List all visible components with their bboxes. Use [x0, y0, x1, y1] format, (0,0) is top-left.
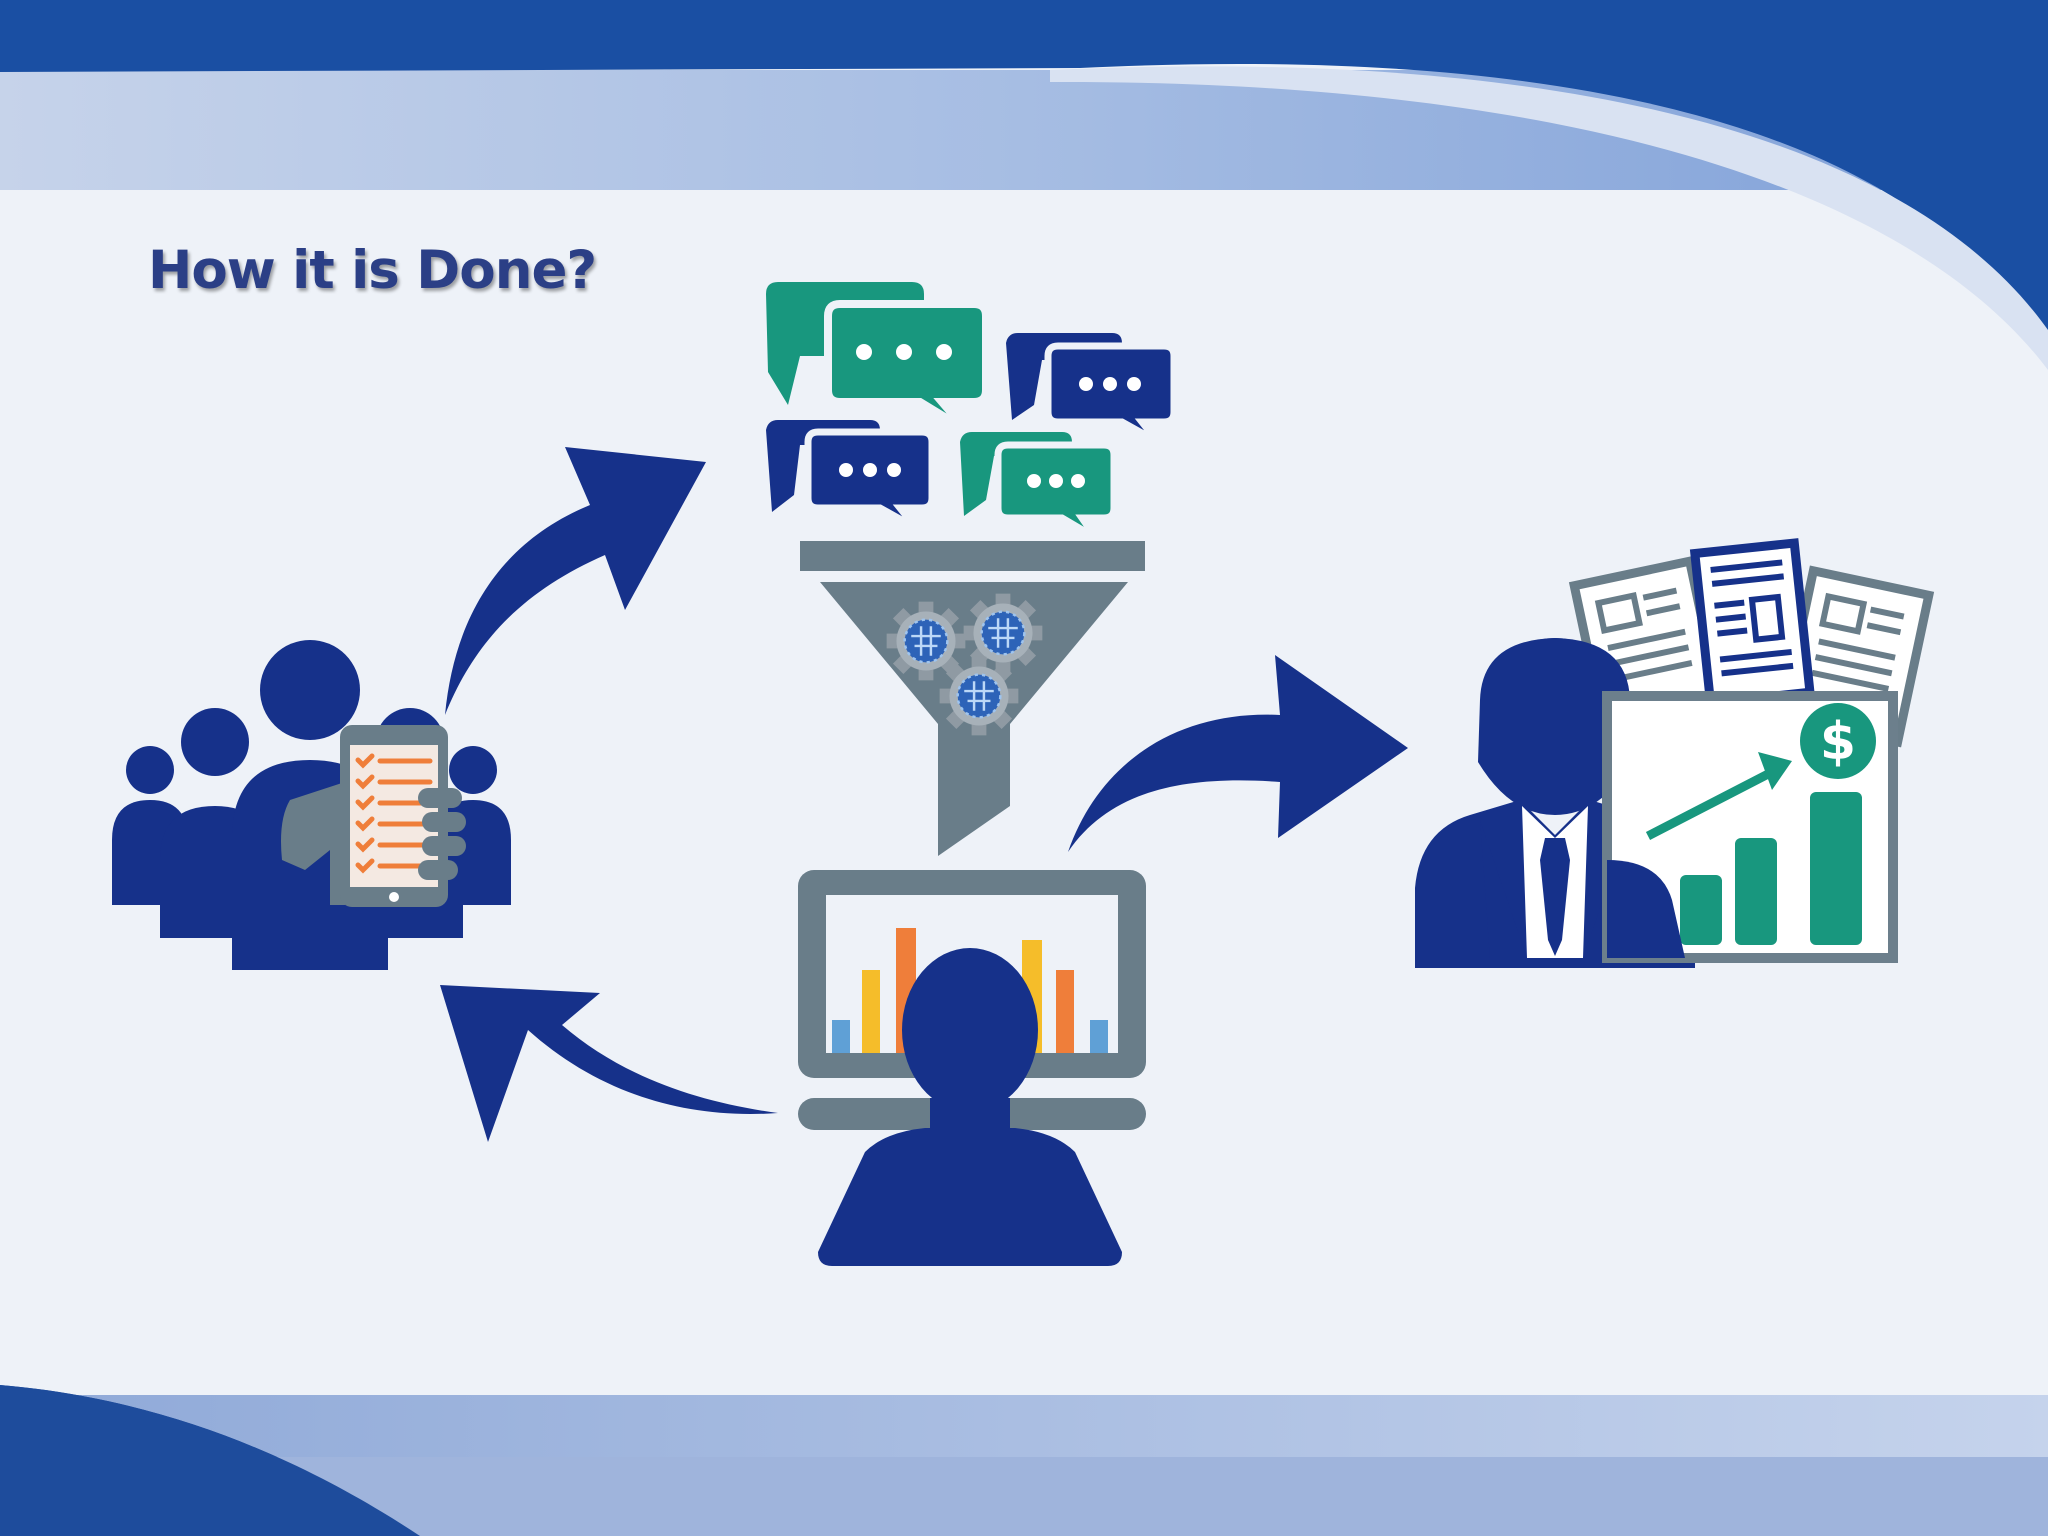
- chat-bubble-icon: [766, 420, 936, 532]
- analyst-shoulders: [818, 1128, 1122, 1266]
- growth-chart-icon: $: [1602, 691, 1898, 963]
- funnel-rim: [800, 541, 1145, 571]
- tie-icon: [1540, 838, 1570, 956]
- svg-text:$: $: [1820, 712, 1856, 772]
- fingers-icon: [418, 788, 466, 880]
- chat-bubble-icon: [1006, 333, 1178, 446]
- businessman-arm: [1607, 860, 1685, 958]
- phone-checklist-icon: [340, 725, 448, 907]
- slide-title: How it is Done?: [148, 240, 597, 301]
- arrow-analyst-to-decision-maker: [1068, 655, 1408, 852]
- dollar-sign-icon: $: [1800, 703, 1876, 779]
- trend-arrow: [1645, 768, 1775, 840]
- chat-bubble-icon: [960, 432, 1118, 542]
- chat-bubble-icon: [766, 282, 990, 434]
- funnel-with-gears-icon: [800, 541, 1145, 856]
- bottom-band: [0, 1395, 2048, 1457]
- gear-icon: [938, 655, 1020, 737]
- group-with-phone-checklist-icon: [112, 640, 511, 970]
- arrow-analyst-to-respondents: [440, 985, 778, 1142]
- chat-bubbles-icon: [766, 282, 1178, 542]
- arrow-respondents-to-feedback: [445, 447, 706, 715]
- person-at-monitor-bar-chart-icon: [798, 870, 1146, 1266]
- analyst-head: [902, 948, 1038, 1112]
- hand-icon: [281, 782, 345, 905]
- businessman-with-reports-growth-chart-icon: $: [1415, 538, 1935, 968]
- top-dark-swoosh: [0, 0, 2048, 360]
